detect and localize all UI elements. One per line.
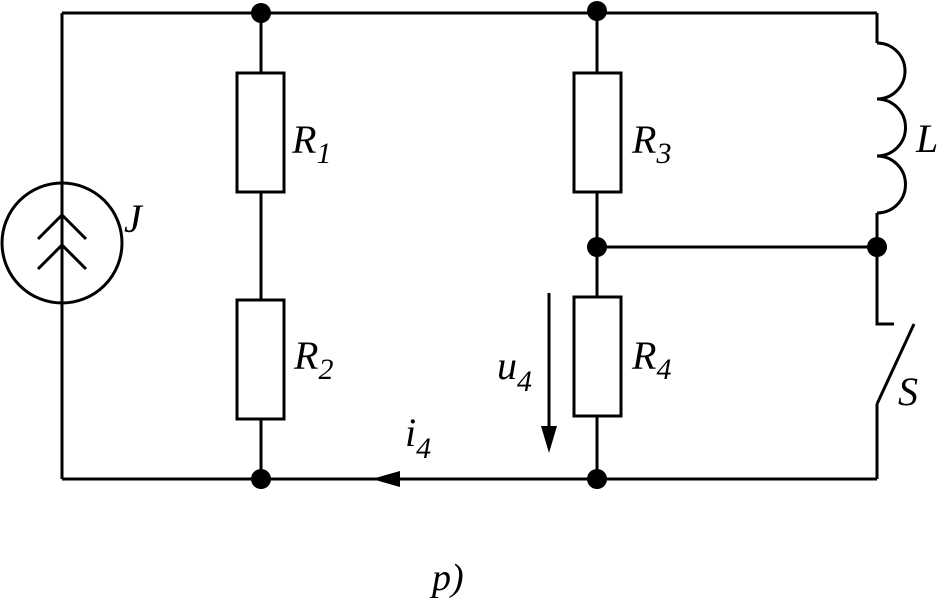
inductor: L [876,41,938,215]
current-arrow-head-icon [372,471,400,487]
junction-dot [251,3,271,23]
resistor-r2: R2 [235,298,333,421]
inductor-coil-icon [876,41,907,215]
resistor-r4-body [572,295,623,418]
resistor-r4-label: R4 [631,333,671,386]
resistor-r3-body [572,71,623,194]
figure-caption: p) [429,557,464,599]
resistor-r1-body [235,71,286,194]
resistor-r3-label: R3 [631,117,671,170]
junction-dot [587,1,607,21]
resistor-r4: R4 [572,295,671,418]
current-source-arrow-icon [36,212,88,241]
resistor-r1-label: R1 [291,117,331,170]
resistor-r2-label: R2 [293,333,333,386]
junction-dot [587,237,607,257]
inductor-label: L [915,116,938,161]
junction-dot [251,469,271,489]
switch-blade [875,323,916,405]
junction-dot [587,469,607,489]
junctions [251,1,887,489]
current-label: i4 [405,410,431,465]
resistor-r1: R1 [235,71,331,194]
resistor-r2-body [235,298,286,421]
resistor-r3: R3 [572,71,671,194]
voltage-u4: u4 [497,293,557,453]
switch-label: S [898,369,918,414]
current-source: J [0,181,144,305]
current-source-arrow-icon-2 [36,242,88,271]
wires [60,11,894,481]
junction-dot [867,237,887,257]
voltage-label: u4 [497,343,532,398]
switch: S [875,323,918,414]
voltage-arrow-head-icon [541,426,557,453]
current-i4: i4 [372,410,431,487]
current-source-label: J [124,196,144,241]
switch-upper-wire [875,247,894,326]
